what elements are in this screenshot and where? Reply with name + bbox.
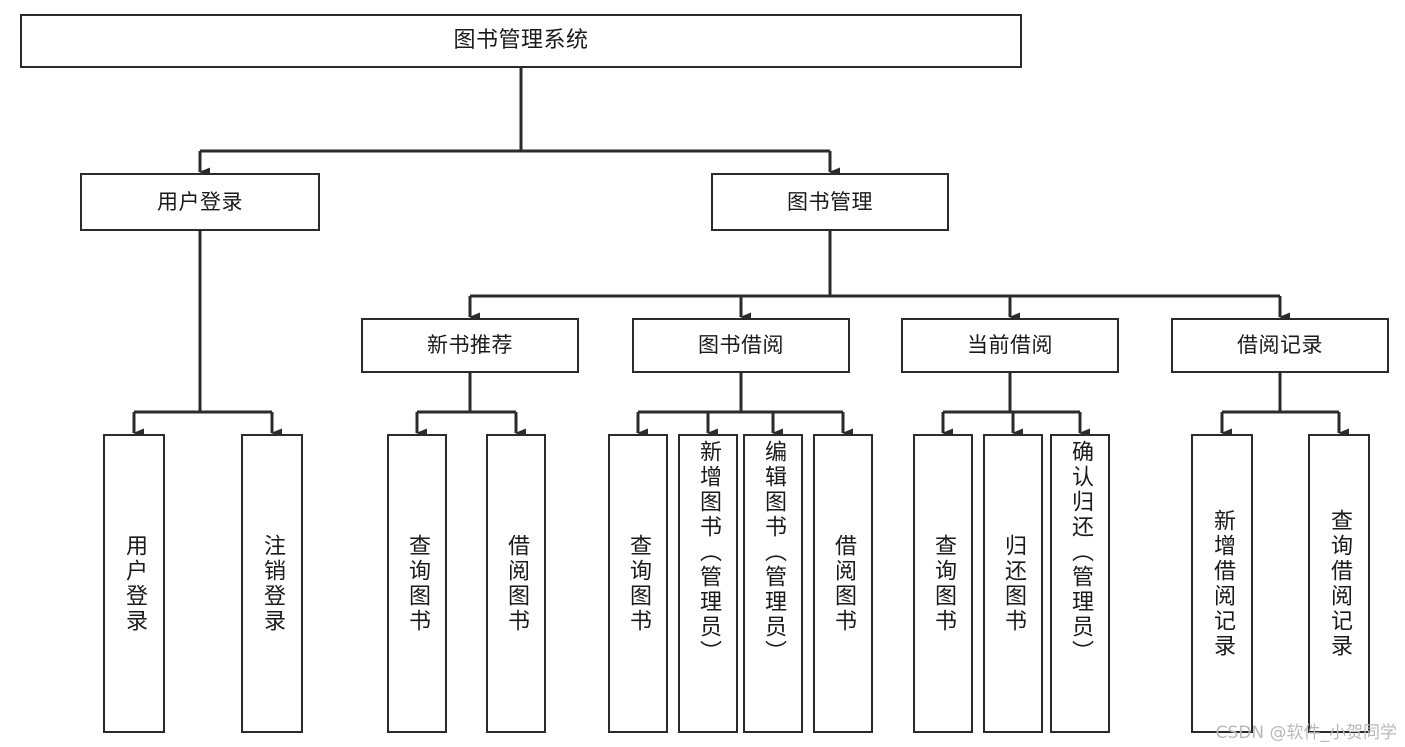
- node-label-l10: 归还图书: [1001, 533, 1026, 634]
- node-label-n3: 新书推荐: [427, 333, 513, 358]
- node-box-l8[interactable]: 借阅图书: [813, 434, 873, 733]
- node-label-l7: 编辑图书（管理员）: [761, 440, 786, 665]
- node-box-n4[interactable]: 图书借阅: [632, 318, 850, 373]
- node-box-l11[interactable]: 确认归还（管理员）: [1050, 434, 1110, 733]
- node-box-l12[interactable]: 新增借阅记录: [1191, 434, 1253, 733]
- node-box-l3[interactable]: 查询图书: [387, 434, 447, 733]
- node-label-l2: 注销登录: [260, 533, 285, 634]
- node-box-l1[interactable]: 用户登录: [103, 434, 165, 733]
- node-box-n5[interactable]: 当前借阅: [901, 318, 1119, 373]
- node-label-l1: 用户登录: [122, 533, 147, 634]
- node-box-n2[interactable]: 图书管理: [711, 173, 949, 231]
- node-label-l4: 借阅图书: [504, 533, 529, 634]
- node-label-l8: 借阅图书: [831, 533, 856, 634]
- node-label-l9: 查询图书: [931, 533, 956, 634]
- node-label-l11: 确认归还（管理员）: [1068, 440, 1093, 665]
- node-label-n0: 图书管理系统: [453, 28, 589, 54]
- node-box-n1[interactable]: 用户登录: [80, 173, 320, 231]
- node-label-n1: 用户登录: [157, 189, 243, 214]
- node-label-l13: 查询借阅记录: [1327, 508, 1352, 659]
- node-box-l5[interactable]: 查询图书: [608, 434, 668, 733]
- edges: [132, 68, 1349, 438]
- node-label-l12: 新增借阅记录: [1210, 508, 1235, 659]
- node-box-l4[interactable]: 借阅图书: [486, 434, 546, 733]
- node-label-l5: 查询图书: [626, 533, 651, 634]
- node-label-n5: 当前借阅: [967, 333, 1053, 358]
- node-box-l6[interactable]: 新增图书（管理员）: [678, 434, 738, 733]
- node-label-n2: 图书管理: [787, 189, 873, 214]
- node-label-l3: 查询图书: [405, 533, 430, 634]
- node-box-n6[interactable]: 借阅记录: [1171, 318, 1389, 373]
- node-box-l7[interactable]: 编辑图书（管理员）: [743, 434, 803, 733]
- node-box-n3[interactable]: 新书推荐: [361, 318, 579, 373]
- node-box-n0[interactable]: 图书管理系统: [20, 14, 1022, 68]
- node-label-l6: 新增图书（管理员）: [696, 440, 721, 665]
- node-box-l2[interactable]: 注销登录: [241, 434, 303, 733]
- watermark-text: CSDN @软件_小贺同学: [1215, 723, 1397, 743]
- node-box-l13[interactable]: 查询借阅记录: [1308, 434, 1370, 733]
- node-box-l10[interactable]: 归还图书: [983, 434, 1043, 733]
- node-label-n6: 借阅记录: [1237, 333, 1323, 358]
- node-box-l9[interactable]: 查询图书: [913, 434, 973, 733]
- node-label-n4: 图书借阅: [698, 333, 784, 358]
